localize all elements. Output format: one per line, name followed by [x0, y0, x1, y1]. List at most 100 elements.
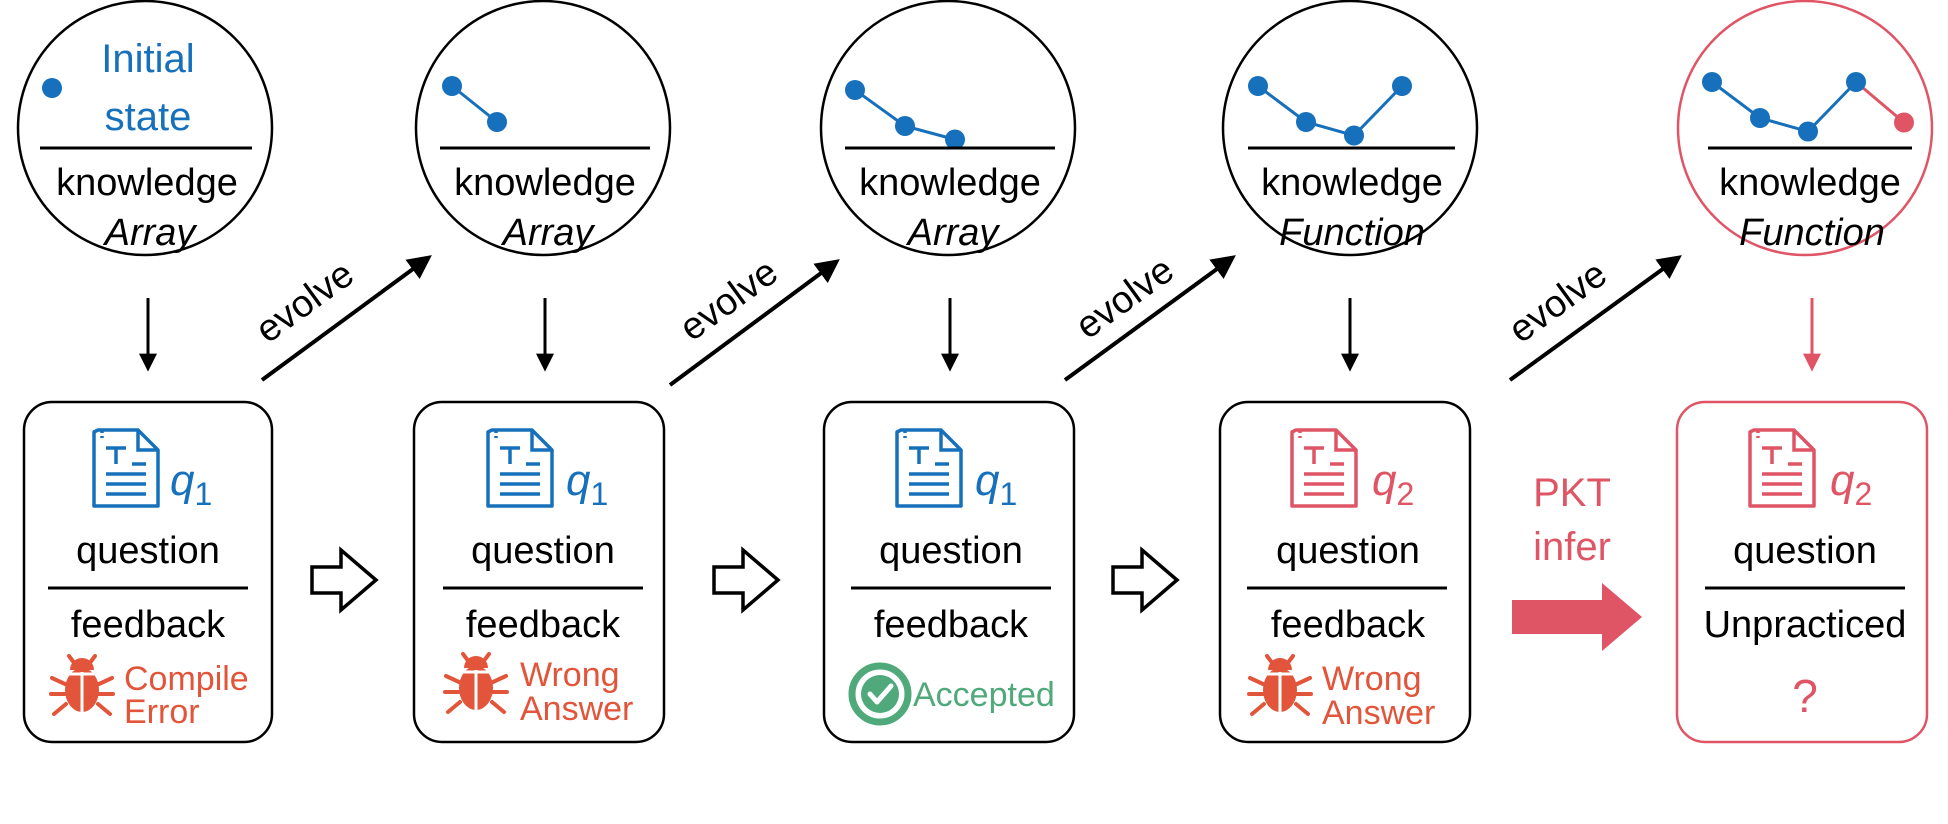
question-id: q1	[170, 456, 212, 512]
result-line-1: Compile	[124, 660, 249, 698]
knowledge-label: knowledge	[454, 162, 636, 204]
trajectory-point	[487, 112, 507, 132]
question-box-outline	[822, 400, 1076, 744]
knowledge-label: knowledge	[859, 162, 1041, 204]
trajectory-segment	[854, 88, 906, 128]
state-circle-1: Initial state knowledge Array	[16, 0, 274, 257]
bug-head	[70, 658, 94, 670]
question-box-1: q1 question feedback Compile Error	[22, 400, 274, 744]
result-line-2: Error	[124, 693, 200, 731]
question-label: question	[471, 530, 615, 572]
knowledge-topic: Array	[103, 212, 198, 254]
feedback-label: feedback	[874, 604, 1029, 646]
document-fold	[939, 430, 961, 452]
state-circle-2: knowledge Array	[414, 0, 672, 257]
question-label: question	[879, 530, 1023, 572]
question-id: q2	[1830, 456, 1872, 512]
document-title-glyph	[909, 446, 929, 464]
document-title-glyph	[106, 446, 126, 464]
bug-legs	[443, 652, 509, 714]
question-id: q1	[566, 456, 608, 512]
knowledge-topic: Array	[906, 212, 1001, 254]
bug-icon	[443, 652, 509, 714]
bug-head	[1268, 658, 1292, 670]
evolve-label: evolve	[672, 251, 786, 350]
document-lines	[1762, 462, 1802, 496]
result-line-2: Answer	[520, 690, 633, 728]
document-title-glyph	[500, 446, 520, 464]
knowledge-label: knowledge	[1719, 162, 1901, 204]
pkt-infer: PKT infer	[1512, 471, 1642, 651]
document-fold	[1334, 430, 1356, 452]
bug-legs	[49, 654, 115, 716]
trajectory-point	[442, 76, 462, 96]
trajectory	[1248, 76, 1412, 146]
state-circle-3: knowledge Array	[819, 0, 1077, 257]
trajectory-point	[1344, 125, 1364, 146]
knowledge-topic: Function	[1279, 212, 1425, 254]
bug-icon	[49, 654, 115, 716]
trajectory-point	[1702, 72, 1722, 92]
state-circle-5: knowledge Function	[1676, 0, 1934, 257]
pkt-label-line-1: PKT	[1533, 471, 1611, 515]
state-circle-outline	[1676, 0, 1934, 257]
state-title-line-1: Initial	[101, 37, 194, 81]
trajectory	[845, 80, 965, 150]
trajectory-point	[1798, 121, 1818, 142]
question-box-outline	[1675, 400, 1929, 744]
pkt-label-line-2: infer	[1533, 525, 1611, 569]
document-fold	[136, 430, 158, 452]
trajectory-point	[1894, 112, 1914, 133]
evolve-label: evolve	[1068, 249, 1182, 348]
state-title-line-2: state	[105, 95, 192, 139]
trajectory-segment	[1855, 80, 1905, 124]
knowledge-label: knowledge	[1261, 162, 1443, 204]
state-circle-outline	[414, 0, 672, 257]
result-line-1: Wrong	[520, 656, 620, 694]
evolve-arrow-line	[1508, 255, 1682, 382]
question-box-outline	[1218, 400, 1472, 744]
question-label: question	[76, 530, 220, 572]
trajectory-point	[845, 80, 865, 100]
state-circle-outline	[1221, 0, 1479, 257]
document-icon	[92, 428, 160, 508]
evolve-label: evolve	[248, 253, 362, 352]
question-box-outline	[22, 400, 274, 744]
feedback-label: feedback	[1271, 604, 1426, 646]
feedback-label: feedback	[71, 604, 226, 646]
state-circle-outline	[16, 0, 274, 257]
result-line-1: Accepted	[913, 676, 1055, 714]
question-id: q2	[1372, 456, 1414, 512]
knowledge-label: knowledge	[56, 162, 238, 204]
evolve-arrow-2: evolve	[668, 251, 840, 387]
document-lines	[909, 462, 949, 496]
trajectory-point	[1750, 108, 1770, 128]
document-icon	[1748, 428, 1816, 508]
knowledge-topic: Array	[501, 212, 596, 254]
trajectory	[1702, 72, 1914, 142]
evolve-label: evolve	[1501, 253, 1615, 352]
result-line-1: Wrong	[1322, 660, 1422, 698]
bug-icon	[1247, 654, 1313, 716]
trajectory-point	[1846, 72, 1866, 92]
result-line-2: Answer	[1322, 694, 1435, 732]
trajectory-point	[1248, 76, 1268, 96]
trajectory-segment	[1352, 84, 1404, 137]
question-label: question	[1733, 530, 1877, 572]
trajectory-segment	[1806, 80, 1858, 133]
evolve-arrow-line	[260, 255, 432, 382]
trajectory-point	[945, 129, 965, 150]
document-lines	[1304, 462, 1344, 496]
trajectory	[442, 76, 507, 132]
question-label: question	[1276, 530, 1420, 572]
next-step-arrow	[1111, 546, 1180, 614]
document-fold	[1792, 430, 1814, 452]
question-box-outline	[412, 400, 666, 744]
evolve-arrow-line	[1063, 255, 1236, 382]
feedback-label: Unpracticed	[1704, 604, 1907, 646]
document-icon	[486, 428, 554, 508]
question-box-5: q2 question Unpracticed ?	[1675, 400, 1929, 744]
trajectory-point	[1296, 112, 1316, 132]
evolve-arrow-4: evolve	[1501, 253, 1682, 382]
